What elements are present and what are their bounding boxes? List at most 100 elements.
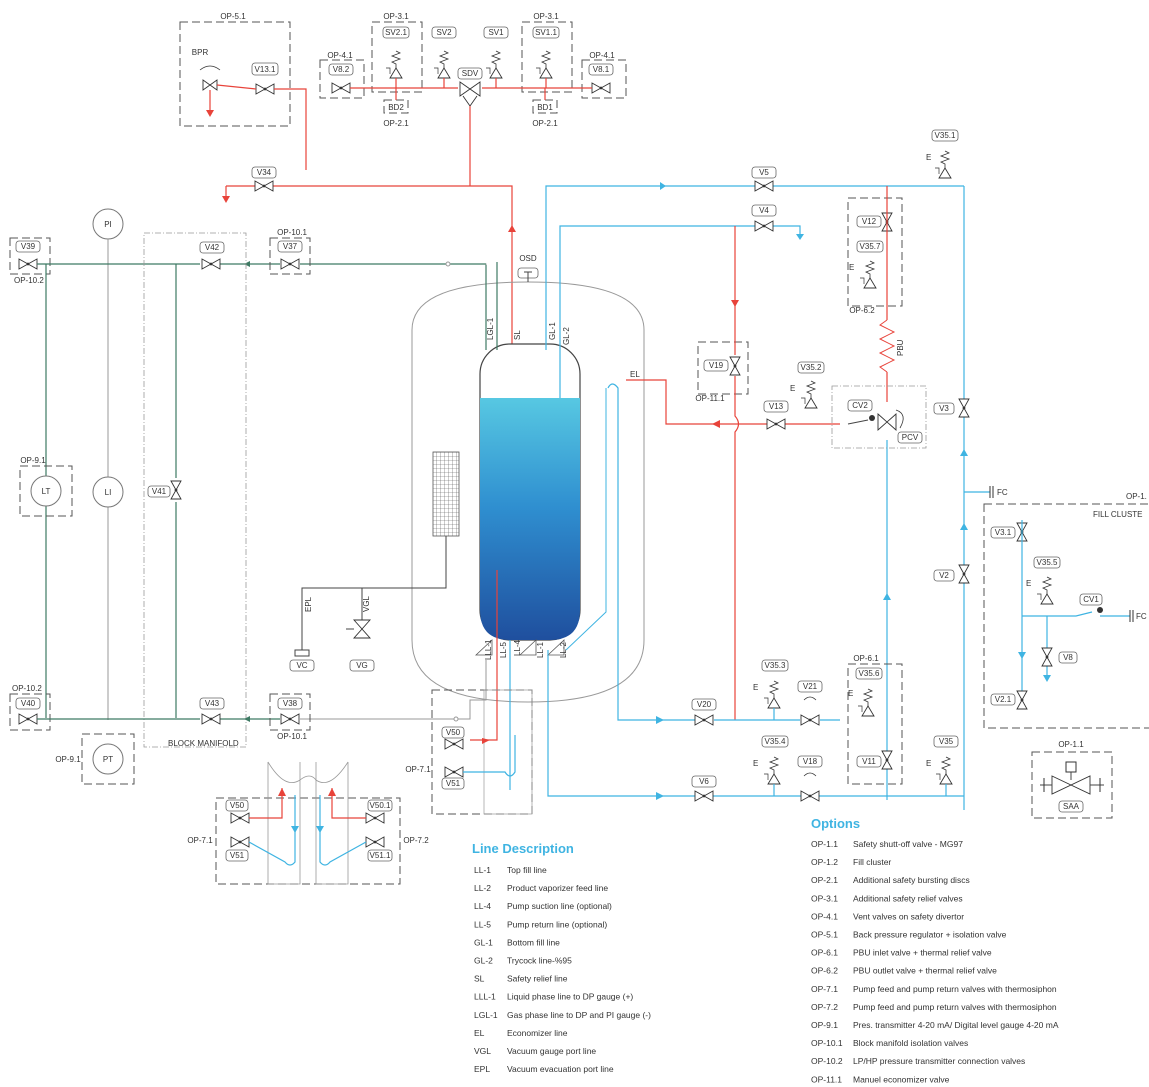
bpr-regulator[interactable] [199, 65, 221, 71]
legend-code: OP-6.1 [811, 948, 838, 958]
vgl-label: VGL [362, 595, 371, 612]
v4-valve[interactable] [754, 220, 774, 232]
vg-valve[interactable] [352, 619, 372, 639]
op-4-1-label-b: OP-4.1 [589, 51, 615, 60]
v3-valve[interactable] [958, 398, 970, 418]
legend-description: Vacuum gauge port line [507, 1046, 596, 1056]
v51-valve-a[interactable] [444, 766, 464, 778]
v8-valve[interactable] [1041, 647, 1053, 667]
v38-valve[interactable] [280, 713, 300, 725]
v42-valve[interactable] [201, 258, 221, 270]
v50-valve-a[interactable] [444, 738, 464, 750]
v11-label: V11 [862, 757, 876, 766]
v50-1-valve[interactable] [365, 812, 385, 824]
v8-1-valve[interactable] [591, 82, 611, 94]
sv2-1-valve[interactable] [385, 50, 403, 79]
v41-valve[interactable] [170, 480, 182, 500]
li-indicator[interactable] [92, 476, 124, 508]
v35-valve[interactable] [935, 756, 953, 785]
legend-code: OP-10.1 [811, 1038, 843, 1048]
legend-description: Product vaporizer feed line [507, 883, 608, 893]
v39-valve[interactable] [18, 258, 38, 270]
legend-description: Manuel economizer valve [853, 1074, 950, 1084]
legend-description: Safety relief line [507, 974, 568, 984]
v35-2-valve[interactable] [800, 380, 818, 409]
v37-valve[interactable] [280, 258, 300, 270]
v35-5-label: V35.5 [1037, 558, 1058, 567]
v21-valve[interactable] [800, 714, 820, 726]
legend-description: Top fill line [507, 865, 547, 875]
v19-label: V19 [709, 361, 724, 370]
e-label-8: E [926, 759, 931, 768]
op-6-2-label: OP-6.2 [849, 306, 875, 315]
legend-description: PBU inlet valve + thermal relief valve [853, 948, 992, 958]
fill-cluster-label: FILL CLUSTE [1093, 510, 1143, 519]
v8-label: V8 [1063, 653, 1073, 662]
v51-valve-b[interactable] [230, 836, 250, 848]
v35-1-valve[interactable] [934, 150, 952, 179]
lt-transmitter[interactable] [30, 475, 62, 507]
v35-5-valve[interactable] [1036, 576, 1054, 605]
v5-valve[interactable] [754, 180, 774, 192]
op-4-1-label-a: OP-4.1 [327, 51, 353, 60]
legend-description: Liquid phase line to DP gauge (+) [507, 992, 633, 1002]
v35-2-label: V35.2 [801, 363, 822, 372]
v34-valve[interactable] [254, 180, 274, 192]
op-7-2-label: OP-7.2 [403, 836, 429, 845]
v6-valve[interactable] [694, 790, 714, 802]
v51-label-b: V51 [230, 851, 245, 860]
sv1-1-valve[interactable] [535, 50, 553, 79]
v20-valve[interactable] [694, 714, 714, 726]
v51-1-valve[interactable] [365, 836, 385, 848]
sv2-label: SV2 [436, 28, 452, 37]
v50-valve-b[interactable] [230, 812, 250, 824]
v40-valve[interactable] [18, 713, 38, 725]
v50-label-a: V50 [446, 728, 461, 737]
vc-label: VC [296, 661, 307, 670]
v35-4-valve[interactable] [763, 756, 781, 785]
v4-label: V4 [759, 206, 769, 215]
saa-valve[interactable] [1051, 775, 1091, 795]
epl-label: EPL [304, 596, 313, 612]
sv2-valve[interactable] [433, 50, 451, 79]
sv1-valve[interactable] [485, 50, 503, 79]
legend-code: OP-1.2 [811, 857, 838, 867]
cv2-actuator[interactable] [869, 415, 875, 421]
pt-label: PT [103, 755, 113, 764]
v13-valve[interactable] [766, 418, 786, 430]
sdv-valve[interactable] [459, 81, 481, 97]
cv1-actuator[interactable] [1097, 607, 1103, 613]
pcv-valve[interactable] [877, 412, 897, 432]
legend-code: OP-11.1 [811, 1074, 842, 1084]
v6-label: V6 [699, 777, 709, 786]
v20-label: V20 [697, 700, 712, 709]
line-description-title: Line Description [472, 841, 574, 856]
gl-2-label: GL-2 [562, 327, 571, 345]
v8-2-valve[interactable] [331, 82, 351, 94]
legend-code: VGL [474, 1046, 491, 1056]
v2-valve[interactable] [958, 564, 970, 584]
legend-description: Back pressure regulator + isolation valv… [853, 930, 1007, 940]
legend-description: Trycock line-%95 [507, 956, 572, 966]
legend-code: LL-1 [474, 865, 491, 875]
bd1-label: BD1 [537, 103, 553, 112]
legend-code: OP-1.1 [811, 839, 838, 849]
ll-5-label: LL-5 [499, 641, 508, 658]
v50-label-b: V50 [230, 801, 245, 810]
pt-transmitter[interactable] [92, 743, 124, 775]
v11-valve[interactable] [881, 750, 893, 770]
legend-code: OP-2.1 [811, 875, 838, 885]
pbu-label: PBU [896, 339, 905, 356]
legend-description: Block manifold isolation valves [853, 1038, 968, 1048]
legend-description: Pump return line (optional) [507, 919, 607, 929]
v21-label: V21 [803, 682, 818, 691]
v2-1-valve[interactable] [1016, 690, 1028, 710]
v13-1-valve[interactable] [255, 83, 275, 95]
v18-valve[interactable] [800, 790, 820, 802]
v35-7-valve[interactable] [859, 260, 877, 289]
ll-2-label: LL-2 [559, 641, 568, 658]
v19-valve[interactable] [729, 356, 741, 376]
v43-valve[interactable] [201, 713, 221, 725]
v35-3-valve[interactable] [763, 680, 781, 709]
v35-6-valve[interactable] [857, 688, 875, 717]
